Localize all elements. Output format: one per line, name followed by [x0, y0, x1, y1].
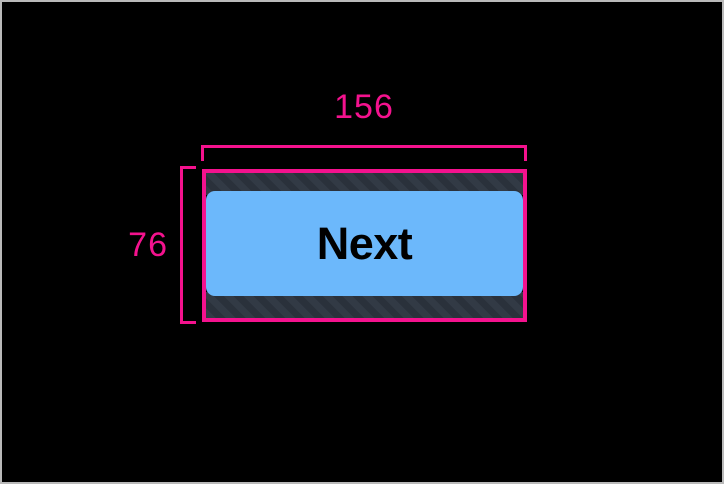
selection-overlay-box: Next: [202, 169, 527, 322]
margin-band-top: [206, 173, 523, 195]
margin-band-bottom: [206, 292, 523, 318]
width-dimension-bracket: [201, 145, 527, 161]
next-button[interactable]: Next: [206, 191, 523, 296]
height-dimension-label: 76: [128, 226, 168, 264]
width-dimension-label: 156: [334, 88, 394, 126]
height-dimension-bracket: [180, 166, 196, 324]
